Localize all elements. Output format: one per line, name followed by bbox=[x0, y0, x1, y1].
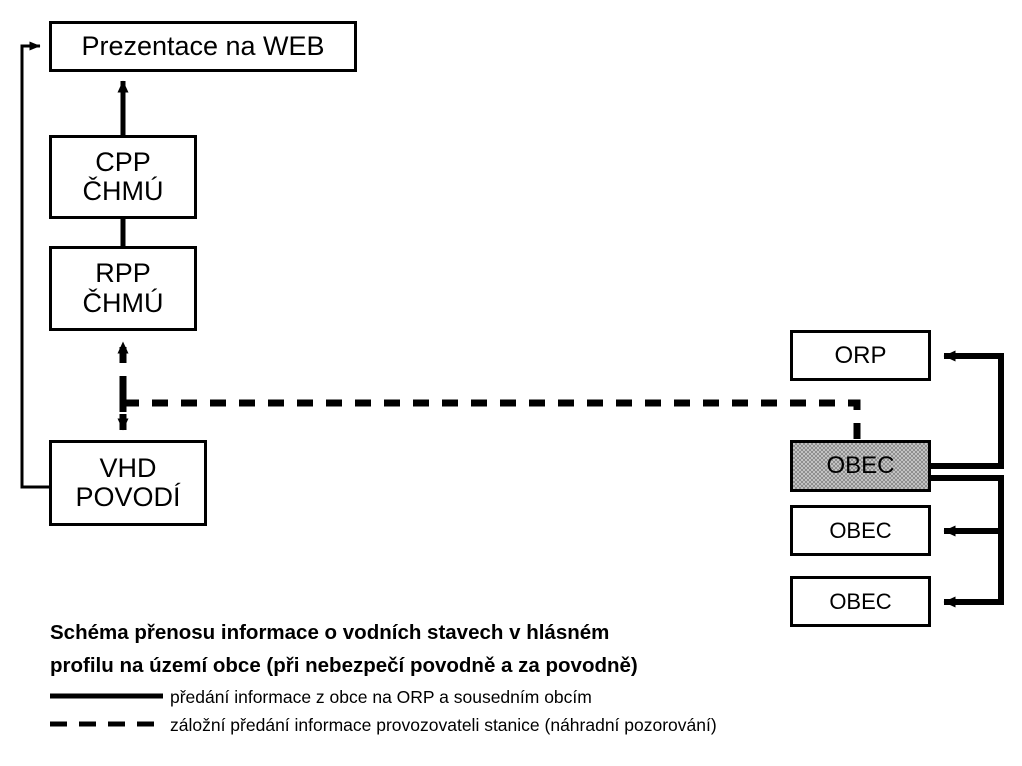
node-orp-label: ORP bbox=[834, 341, 887, 369]
node-prezentace-na-web[interactable]: Prezentace na WEB bbox=[49, 21, 357, 72]
node-obec-neighbour-2[interactable]: OBEC bbox=[790, 576, 931, 627]
node-rpp-chmu[interactable]: RPP ČHMÚ bbox=[49, 246, 197, 331]
node-vhd-povodi[interactable]: VHD POVODÍ bbox=[49, 440, 207, 526]
node-vhd-label-line2: POVODÍ bbox=[75, 482, 181, 512]
diagram-caption: Schéma přenosu informace o vodních stave… bbox=[50, 616, 810, 682]
legend-row-solid: předání informace z obce na ORP a soused… bbox=[170, 684, 717, 712]
node-rpp-label-line1: RPP bbox=[95, 258, 151, 289]
legend-row-dashed: záložní předání informace provozovateli … bbox=[170, 712, 717, 740]
legend-dashed-label: záložní předání informace provozovateli … bbox=[170, 715, 717, 736]
node-cpp-chmu[interactable]: CPP ČHMÚ bbox=[49, 135, 197, 219]
node-obec-neighbour-1[interactable]: OBEC bbox=[790, 505, 931, 556]
legend-solid-label: předání informace z obce na ORP a soused… bbox=[170, 687, 592, 708]
node-prezentace-label: Prezentace na WEB bbox=[81, 30, 325, 61]
node-obec-1-label: OBEC bbox=[826, 452, 895, 480]
node-rpp-label-line2: ČHMÚ bbox=[82, 287, 164, 318]
connector-dashed-to-obec bbox=[123, 399, 861, 440]
caption-line-1: Schéma přenosu informace o vodních stave… bbox=[50, 621, 610, 644]
node-obec-3-label: OBEC bbox=[829, 588, 892, 614]
diagram-legend: předání informace z obce na ORP a soused… bbox=[170, 684, 717, 740]
connector-obec-to-orp bbox=[931, 350, 1004, 469]
caption-line-2: profilu na území obce (při nebezpečí pov… bbox=[50, 654, 638, 678]
node-cpp-label-line2: ČHMÚ bbox=[82, 176, 164, 206]
node-vhd-label-line1: VHD bbox=[99, 452, 157, 483]
node-obec-2-label: OBEC bbox=[829, 517, 892, 543]
connector-obec-to-neighbours bbox=[931, 475, 1004, 608]
connector-vhd-to-prezentace-loop bbox=[20, 41, 49, 489]
node-orp[interactable]: ORP bbox=[790, 330, 931, 381]
node-obec-highlighted[interactable]: OBEC bbox=[790, 440, 931, 492]
node-cpp-label-line1: CPP bbox=[95, 146, 151, 177]
